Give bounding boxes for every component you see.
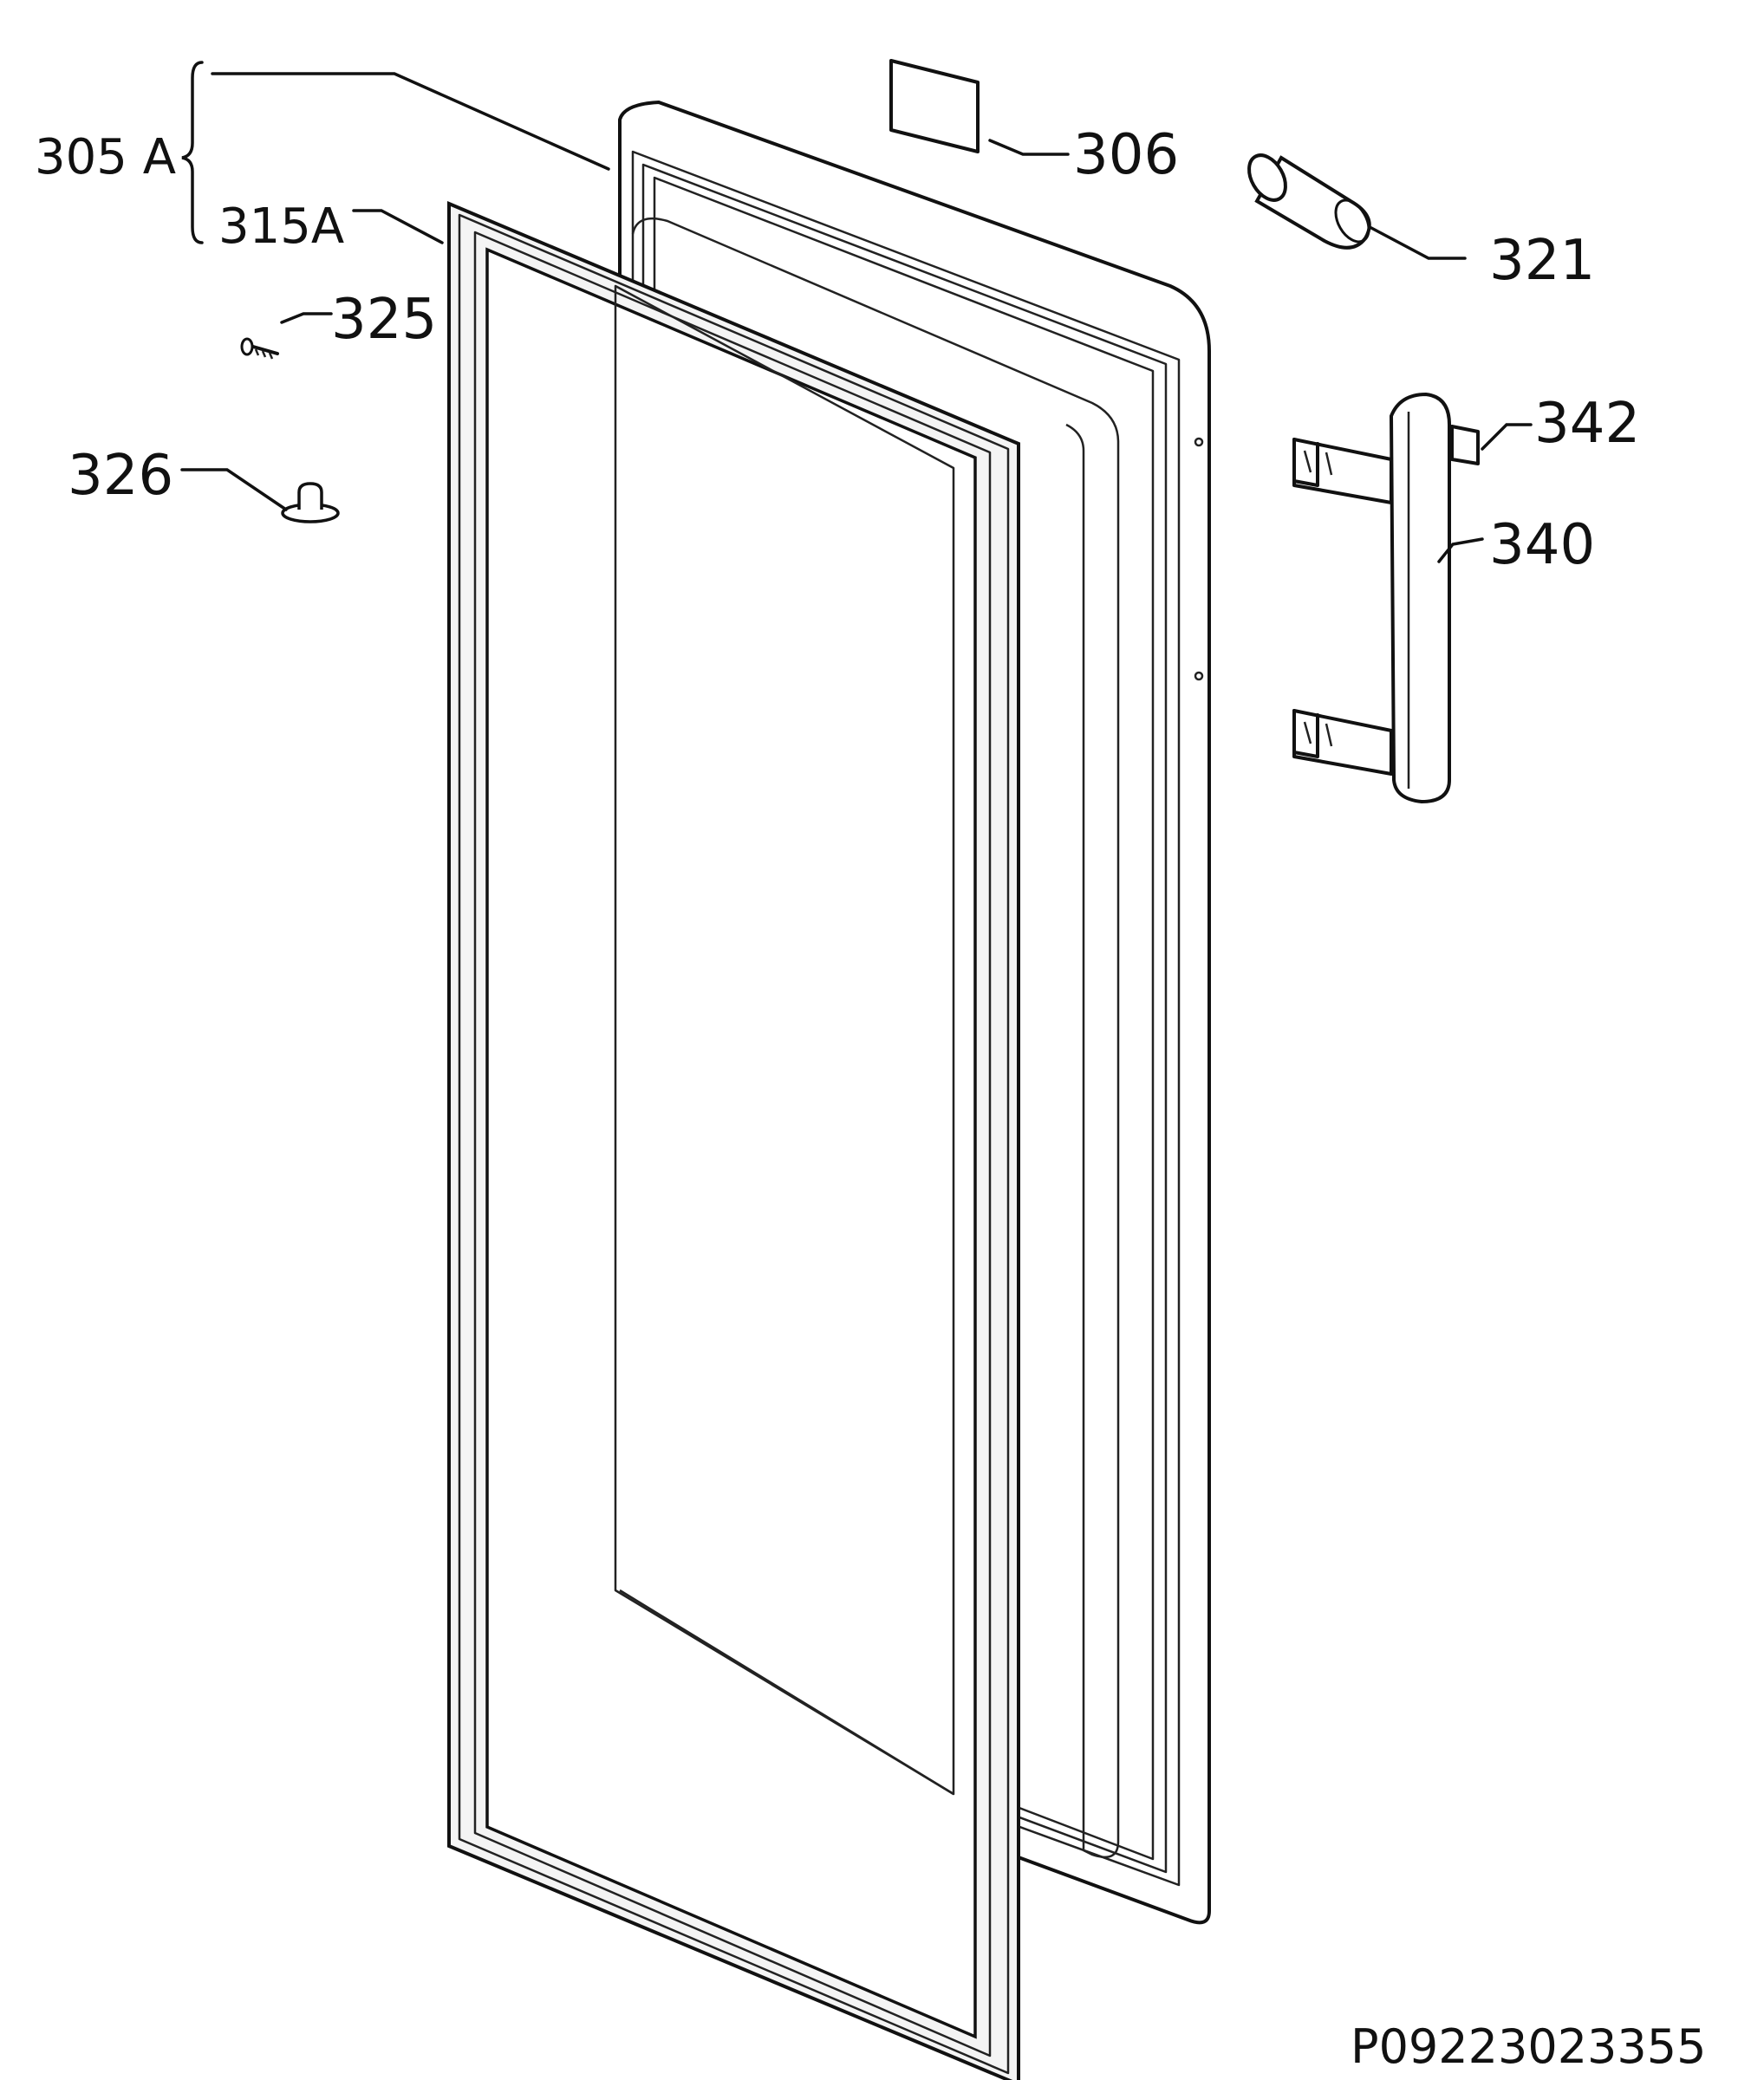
leader-lines: [180, 72, 1533, 563]
label-321: 321: [1489, 229, 1595, 293]
label-342: 342: [1534, 392, 1640, 456]
label-325: 325: [331, 288, 437, 352]
label-315a: 315A: [218, 198, 344, 255]
group-bracket: [181, 61, 204, 244]
label-306: 306: [1073, 123, 1179, 187]
door-handle: [1292, 392, 1451, 804]
document-number: P09223023355: [1351, 2019, 1706, 2074]
hinge-pin: [1247, 153, 1371, 250]
plug-cap: [281, 482, 340, 523]
handle-cover-plate: [1450, 425, 1480, 465]
screw: [240, 337, 279, 360]
label-340: 340: [1489, 513, 1595, 577]
label-305a: 305 A: [35, 129, 176, 185]
label-326: 326: [68, 444, 173, 508]
label-plate: [889, 59, 980, 153]
door-gasket: [447, 200, 1020, 2080]
